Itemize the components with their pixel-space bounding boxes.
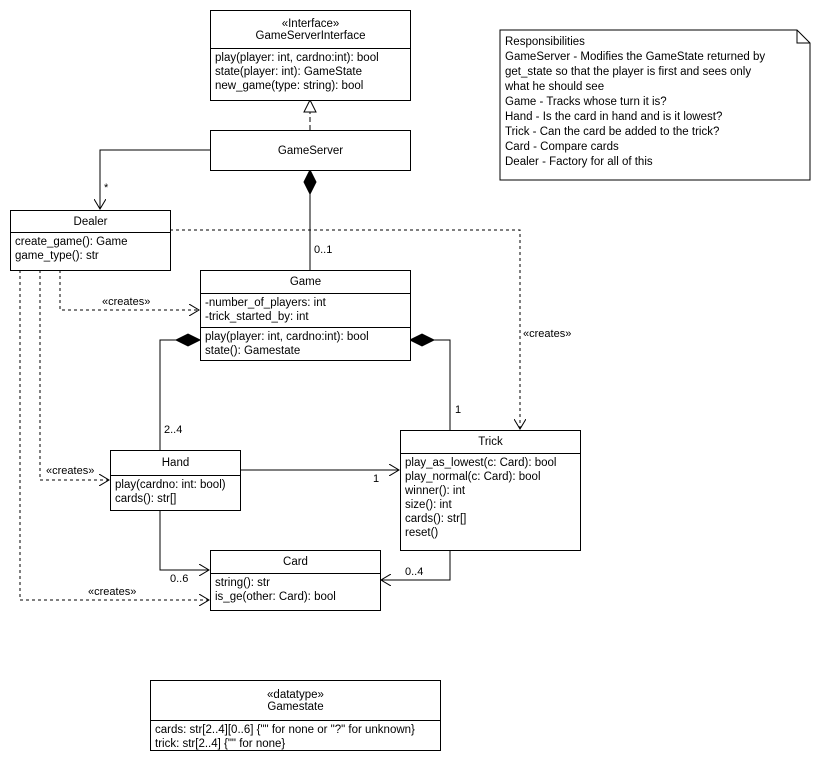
trick-multiplicity: 1 xyxy=(455,404,462,416)
dealer-creates-game xyxy=(59,270,199,310)
note-line: get_state so that the player is first an… xyxy=(505,66,752,78)
method: state(): Gamestate xyxy=(205,345,301,357)
attribute: trick: str[2..4] {"" for none} xyxy=(155,738,286,750)
trick-card-assoc xyxy=(381,550,451,580)
method: game_type(): str xyxy=(15,250,99,262)
creates-game-label: «creates» xyxy=(102,296,151,308)
hand-composition-diamond xyxy=(174,333,202,347)
note-shape xyxy=(499,29,811,181)
class-gameserverinterface[interactable]: «Interface»GameServerInterface play(play… xyxy=(210,10,411,101)
class-name: Game xyxy=(289,276,322,288)
note-line: Card - Compare cards xyxy=(505,141,619,153)
dealer-creates-card xyxy=(19,270,209,600)
method: cards(): str[] xyxy=(115,493,177,505)
dealer-multiplicity: * xyxy=(104,182,109,194)
class-gamestate[interactable]: «datatype»Gamestate cards: str[2..4][0..… xyxy=(150,680,441,751)
class-name: GameServer xyxy=(277,144,344,157)
method: new_game(type: string): bool xyxy=(215,80,364,92)
note-line: Dealer - Factory for all of this xyxy=(505,156,653,168)
class-gameserver[interactable]: GameServer xyxy=(210,130,411,171)
dealer-creates-trick xyxy=(170,229,520,429)
dealer-creates-hand xyxy=(39,270,109,480)
method: play(cardno: int: bool) xyxy=(115,479,226,491)
creates-trick-label: «creates» xyxy=(523,328,572,340)
method: winner(): int xyxy=(405,485,466,497)
creates-hand-label: «creates» xyxy=(46,465,95,477)
class-name: Card xyxy=(283,556,308,568)
method: reset() xyxy=(405,527,439,539)
attribute: -number_of_players: int xyxy=(205,297,326,309)
method: size(): int xyxy=(405,499,452,511)
card-from-hand-multiplicity: 0..6 xyxy=(170,573,189,585)
hand-trick-multiplicity: 1 xyxy=(373,473,380,485)
card-from-trick-multiplicity: 0..4 xyxy=(405,566,424,578)
stereotype: «Interface» xyxy=(281,17,340,30)
attribute: -trick_started_by: int xyxy=(205,311,309,323)
method: create_game(): Game xyxy=(15,236,128,248)
method: play(player: int, cardno:int): bool xyxy=(215,52,379,64)
method: cards(): str[] xyxy=(405,513,467,525)
class-game[interactable]: Game -number_of_players: int -trick_start… xyxy=(200,270,411,361)
class-name: Trick xyxy=(478,436,503,448)
method: string(): str xyxy=(215,577,270,589)
method: play_as_lowest(c: Card): bool xyxy=(405,457,557,469)
responsibilities-note: Responsibilities GameServer - Modifies t… xyxy=(500,30,810,180)
trick-composition-diamond xyxy=(408,333,436,347)
method: play_normal(c: Card): bool xyxy=(405,471,541,483)
game-trick-line xyxy=(434,339,451,430)
class-hand[interactable]: Hand play(cardno: int: bool) cards(): str… xyxy=(110,450,241,511)
class-trick[interactable]: Trick play_as_lowest(c: Card): bool play_… xyxy=(400,430,581,551)
note-line: Game - Tracks whose turn it is? xyxy=(505,96,667,108)
note-line: Trick - Can the card be added to the tri… xyxy=(505,126,720,138)
game-multiplicity: 0..1 xyxy=(314,244,333,256)
creates-card-label: «creates» xyxy=(88,586,137,598)
game-composition-diamond xyxy=(303,168,317,196)
hand-card-assoc xyxy=(159,510,209,570)
method: is_ge(other: Card): bool xyxy=(215,591,336,603)
class-name: GameServerInterface xyxy=(255,29,366,42)
game-hand-line xyxy=(159,339,176,450)
method: play(player: int, cardno:int): bool xyxy=(205,331,369,343)
hand-multiplicity: 2..4 xyxy=(164,424,183,436)
note-line: GameServer - Modifies the GameState retu… xyxy=(505,51,766,63)
gameserver-dealer-assoc xyxy=(100,149,210,209)
class-name: Hand xyxy=(161,457,190,469)
attribute: cards: str[2..4][0..6] {"" for none or "… xyxy=(155,724,415,736)
class-name: Gamestate xyxy=(267,700,324,713)
note-line: what he should see xyxy=(505,81,605,93)
stereotype: «datatype» xyxy=(267,688,324,701)
class-card[interactable]: Card string(): str is_ge(other: Card): bo… xyxy=(210,550,381,611)
note-line: Responsibilities xyxy=(505,36,585,48)
class-name: Dealer xyxy=(73,215,108,228)
method: state(player: int): GameState xyxy=(215,66,363,78)
note-line: Hand - Is the card in hand and is it low… xyxy=(505,111,723,123)
class-dealer[interactable]: Dealer create_game(): Game game_type(): s… xyxy=(10,210,171,271)
realization-triangle xyxy=(303,98,317,113)
